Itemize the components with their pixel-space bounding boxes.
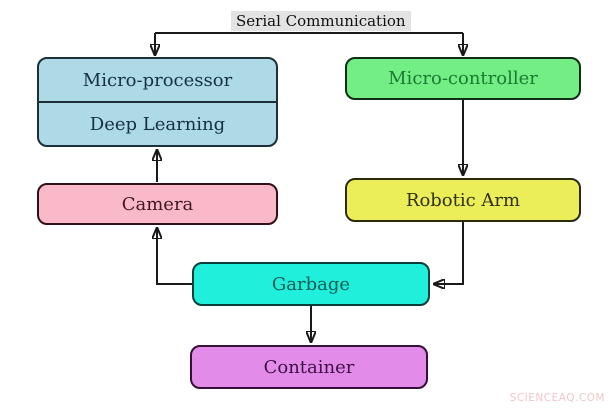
serial-communication-label: Serial Communication — [231, 11, 411, 31]
garbage-to-camera-arrow — [157, 229, 192, 285]
node-container-label: Container — [263, 356, 355, 378]
node-micro-controller-label: Micro-controller — [388, 68, 538, 89]
node-container: Container — [190, 345, 428, 389]
node-camera: Camera — [37, 183, 278, 225]
node-garbage-label: Garbage — [271, 273, 351, 295]
robotic-arm-to-garbage-arrow — [435, 222, 464, 284]
node-micro-processor-block: Micro-processor Deep Learning — [37, 57, 278, 147]
node-micro-processor: Micro-processor — [82, 69, 233, 91]
watermark: SCIENCEAQ.COM — [509, 392, 605, 404]
node-camera-label: Camera — [121, 193, 194, 215]
node-garbage: Garbage — [192, 262, 430, 306]
node-micro-controller: Micro-controller — [345, 57, 581, 100]
node-robotic-arm: Robotic Arm — [345, 178, 581, 222]
node-deep-learning: Deep Learning — [39, 101, 276, 145]
node-robotic-arm-label: Robotic Arm — [405, 189, 521, 211]
